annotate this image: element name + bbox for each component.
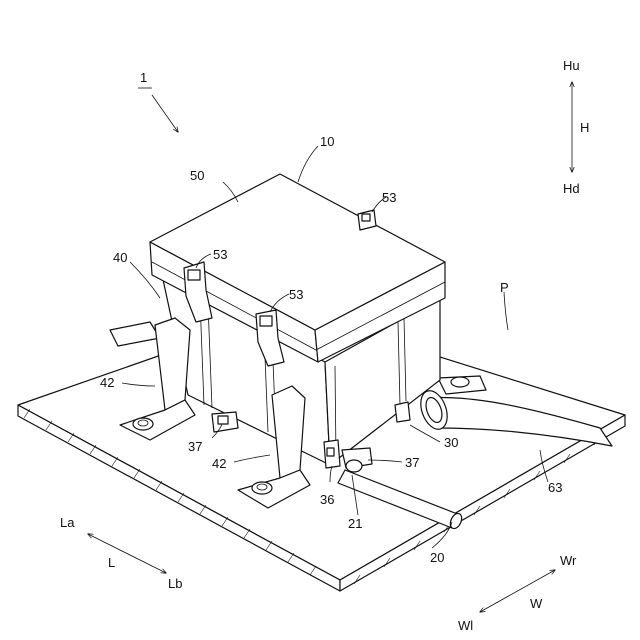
axis-label-wl: Wl [458, 618, 473, 633]
axis-label-lb: Lb [168, 576, 182, 591]
label-clip-front-right: 53 [289, 287, 303, 302]
label-lid: 50 [190, 168, 204, 183]
label-assembly: 1 [140, 70, 147, 85]
label-bracket-front: 42 [212, 456, 226, 471]
label-hose: 63 [548, 480, 562, 495]
clip-top-right [358, 210, 376, 230]
label-clip-front-left: 53 [213, 247, 227, 262]
label-body: 40 [113, 250, 127, 265]
fastener-left [212, 412, 238, 432]
label-cable: 20 [430, 550, 444, 565]
label-fastener-right: 37 [405, 455, 419, 470]
label-device: 10 [320, 134, 334, 149]
label-corner: 36 [320, 492, 334, 507]
rear-clip [395, 402, 410, 422]
axis-label-h: H [580, 120, 589, 135]
axis-label-w: W [530, 596, 543, 611]
axis-label-l: L [108, 555, 115, 570]
label-fastener-left: 37 [188, 439, 202, 454]
label-cable-clip: 21 [348, 516, 362, 531]
axis-label-hd: Hd [563, 181, 580, 196]
label-tube: 30 [444, 435, 458, 450]
axis-label-wr: Wr [560, 553, 577, 568]
label-panel: P [500, 280, 509, 295]
axis-label-hu: Hu [563, 58, 580, 73]
label-clip-top-right: 53 [382, 190, 396, 205]
rear-foot [438, 376, 486, 394]
corner-piece [324, 440, 340, 468]
label-bracket-left: 42 [100, 375, 114, 390]
axis-label-la: La [60, 515, 75, 530]
